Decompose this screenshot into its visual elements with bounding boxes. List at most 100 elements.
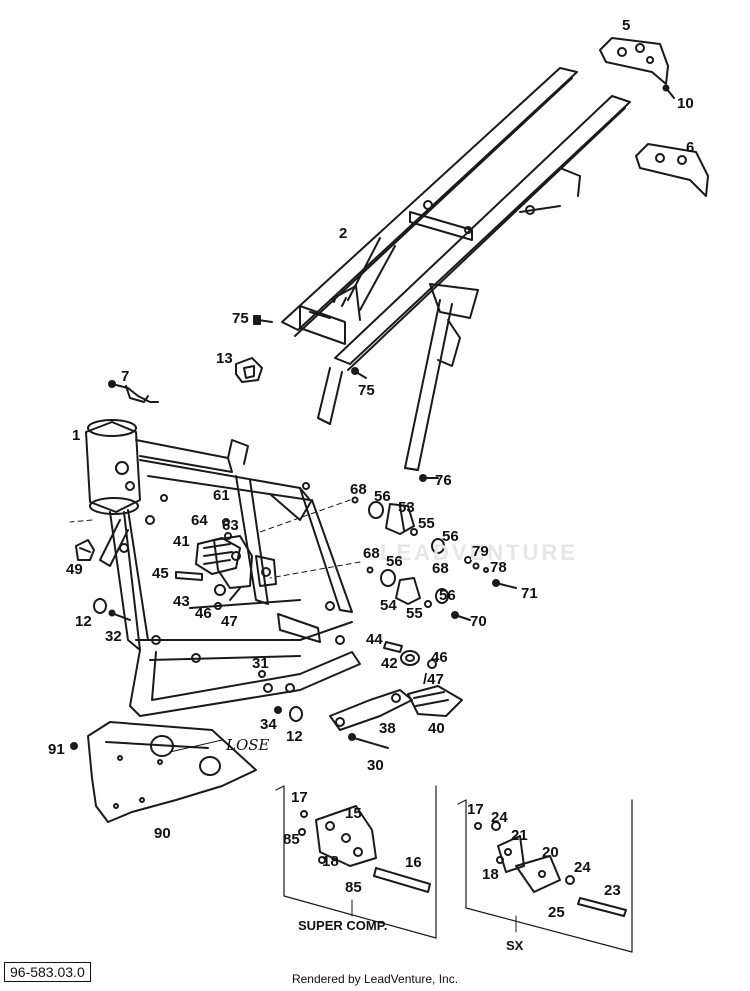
sx-parts xyxy=(474,821,627,917)
callout-label: 41 xyxy=(173,533,190,550)
callout-label: 38 xyxy=(379,720,396,737)
callout-label: 31 xyxy=(252,655,269,672)
callout-label: 20 xyxy=(542,844,559,861)
callout-label: 75 xyxy=(232,310,249,327)
callout-label: 18 xyxy=(482,866,499,883)
callout-label: 68 xyxy=(432,560,449,577)
bolt-31 xyxy=(258,670,266,678)
callout-label: 55 xyxy=(406,605,423,622)
callout-label: 44 xyxy=(366,631,383,648)
washer-46-right xyxy=(427,659,437,669)
bushing-12-left xyxy=(93,598,107,614)
callout-label: 42 xyxy=(381,655,398,672)
callout-label: 13 xyxy=(216,350,233,367)
engine-mount-hardware xyxy=(222,496,517,621)
callout-label: 12 xyxy=(75,613,92,630)
callout-label: 61 xyxy=(213,487,230,504)
callout-label: 40 xyxy=(428,720,445,737)
callout-label: 30 xyxy=(367,757,384,774)
bolt-75-lower xyxy=(351,367,367,379)
callout-label: 63 xyxy=(222,517,239,534)
callout-label: /47 xyxy=(423,671,444,688)
diagram-number-box: 96-583.03.0 xyxy=(4,962,91,982)
lose-pointer-line xyxy=(169,739,223,753)
callout-label: 34 xyxy=(260,716,277,733)
callout-label: 78 xyxy=(490,559,507,576)
callout-label: 68 xyxy=(363,545,380,562)
bracket-5 xyxy=(599,37,669,85)
group-label-super-comp: SUPER COMP. xyxy=(298,918,387,933)
callout-label: 75 xyxy=(358,382,375,399)
rear-subframe xyxy=(281,67,631,471)
main-frame xyxy=(85,419,361,717)
callout-label: 49 xyxy=(66,561,83,578)
callout-label: 91 xyxy=(48,741,65,758)
callout-label: 76 xyxy=(435,472,452,489)
bolt-30 xyxy=(348,733,389,749)
bolt-10 xyxy=(662,84,675,99)
callout-label: 56 xyxy=(442,528,459,545)
screw-91 xyxy=(70,742,78,750)
callout-label: 90 xyxy=(154,825,171,842)
pin-44 xyxy=(383,641,403,653)
assembly-lines xyxy=(69,499,361,579)
callout-label: 79 xyxy=(472,543,489,560)
callout-label: 2 xyxy=(339,225,347,242)
callout-label: 47 xyxy=(221,613,238,630)
callout-label: 24 xyxy=(491,809,508,826)
callout-label: 71 xyxy=(521,585,538,602)
callout-label: 55 xyxy=(418,515,435,532)
callout-label: 64 xyxy=(191,512,208,529)
damper-13 xyxy=(235,357,263,383)
bushing-49 xyxy=(75,539,95,561)
callout-label: 46 xyxy=(195,605,212,622)
handwritten-note: LOSE xyxy=(225,736,270,754)
bracket-6 xyxy=(635,143,709,197)
callout-label: 32 xyxy=(105,628,122,645)
callout-label: 46 xyxy=(431,649,448,666)
callout-label: 25 xyxy=(548,904,565,921)
callout-label: 43 xyxy=(173,593,190,610)
bushing-12-right xyxy=(289,706,303,722)
callout-label: 56 xyxy=(386,553,403,570)
group-label-sx: SX xyxy=(506,938,524,953)
callout-label: 53 xyxy=(398,499,415,516)
nut-34 xyxy=(274,706,282,714)
washer-43 xyxy=(214,584,226,596)
fitting-7 xyxy=(108,380,159,403)
callout-label: 17 xyxy=(291,789,308,806)
clip-46-47 xyxy=(214,587,241,610)
callout-label: 15 xyxy=(345,805,362,822)
super-comp-parts xyxy=(298,805,431,893)
callout-label: 56 xyxy=(374,488,391,505)
callout-label: 54 xyxy=(380,597,397,614)
callout-label: 10 xyxy=(677,95,694,112)
footpeg-40 xyxy=(407,685,463,717)
callout-labels: 5 10 6 2 75 75 13 7 1 76 68 56 53 61 64 … xyxy=(48,17,694,921)
super-comp-box xyxy=(275,785,437,939)
callout-label: 12 xyxy=(286,728,303,745)
callout-label: 23 xyxy=(604,882,621,899)
callout-label: 18 xyxy=(322,853,339,870)
pin-45 xyxy=(175,571,203,581)
callout-label: 45 xyxy=(152,565,169,582)
callout-label: 5 xyxy=(622,17,630,34)
bolt-76 xyxy=(419,474,439,482)
callout-label: 56 xyxy=(439,587,456,604)
callout-label: 24 xyxy=(574,859,591,876)
watermark: LEADVENTURE xyxy=(380,540,578,565)
sx-box xyxy=(457,799,633,953)
callout-label: 16 xyxy=(405,854,422,871)
render-credit: Rendered by LeadVenture, Inc. xyxy=(291,972,459,986)
callout-label: 21 xyxy=(511,827,528,844)
footpeg-bracket-38 xyxy=(329,689,413,731)
bolt-32 xyxy=(108,609,131,621)
callout-label: 85 xyxy=(345,879,362,896)
callout-label: 70 xyxy=(470,613,487,630)
callout-label: 85 xyxy=(283,831,300,848)
callout-label: 68 xyxy=(350,481,367,498)
callout-label: 6 xyxy=(686,139,694,156)
callout-label: 1 xyxy=(72,427,80,444)
callout-label: 17 xyxy=(467,801,484,818)
